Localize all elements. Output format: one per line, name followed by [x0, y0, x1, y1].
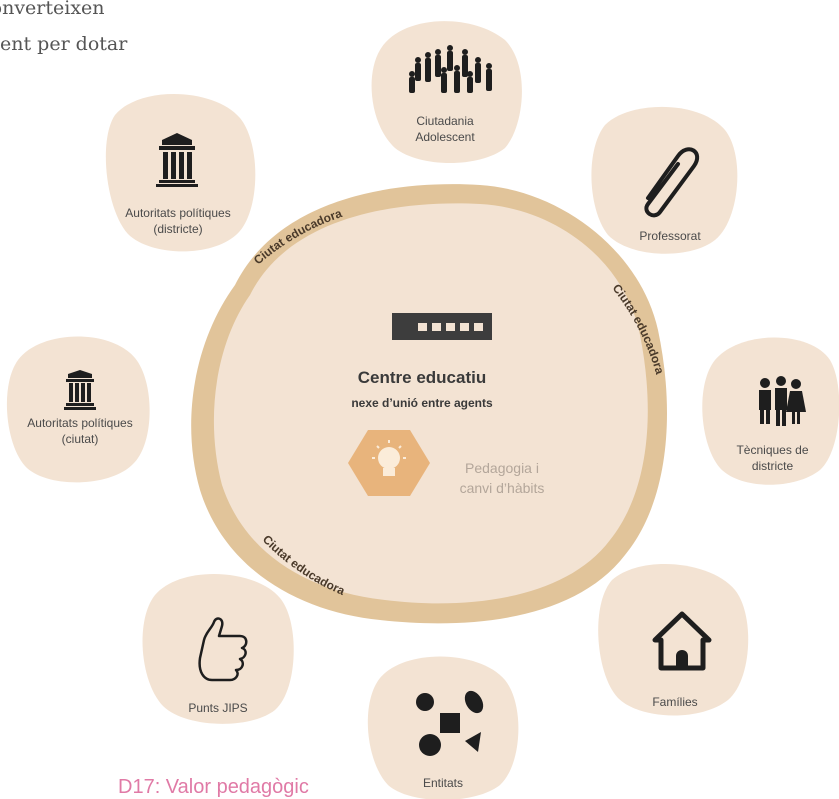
- crowd-icon: [409, 45, 492, 93]
- intro-line-1: converteixen: [0, 0, 105, 19]
- pedagogy-label: Pedagogia i canvi d’hàbits: [459, 460, 545, 496]
- figure-caption: D17: Valor pedagògic: [118, 776, 309, 798]
- people-group-icon: [759, 376, 806, 426]
- lightbulb-icon: [348, 430, 430, 496]
- shapes-icon: [416, 690, 484, 756]
- intro-line-2: ent per dotar: [0, 33, 128, 55]
- house-icon: [652, 611, 712, 671]
- paperclip-icon: [644, 147, 700, 218]
- institution-icon-districte: [156, 133, 198, 187]
- agent-blob-tecniques: [702, 337, 839, 485]
- agent-label-ciutadania: Ciutadania Adolescent: [415, 114, 475, 144]
- agent-label-punts-jips: Punts JIPS: [188, 701, 248, 715]
- thumbs-up-icon: [198, 617, 248, 682]
- agent-blob-ciutadania: [371, 21, 522, 163]
- agent-label-tecniques: Tècniques de districte: [736, 443, 809, 473]
- institution-icon-ciutat: [64, 370, 96, 410]
- agent-blob-families: [598, 563, 749, 716]
- intro-text: converteixen ent per dotar: [0, 0, 127, 62]
- center-subtitle: nexe d’unió entre agents: [351, 396, 493, 410]
- agent-label-entitats: Entitats: [422, 776, 464, 790]
- school-building-icon: [392, 313, 492, 340]
- center-blob: [213, 203, 648, 604]
- agent-blob-punts-jips: [142, 573, 294, 724]
- agent-label-families: Famílies: [652, 695, 698, 709]
- agent-label-autoritats-districte: Autoritats polítiques (districte): [125, 206, 231, 236]
- agent-label-professorat: Professorat: [639, 229, 701, 243]
- center-title: Centre educatiu: [357, 368, 487, 387]
- agent-label-autoritats-ciutat: Autoritats polítiques (ciutat): [27, 416, 133, 446]
